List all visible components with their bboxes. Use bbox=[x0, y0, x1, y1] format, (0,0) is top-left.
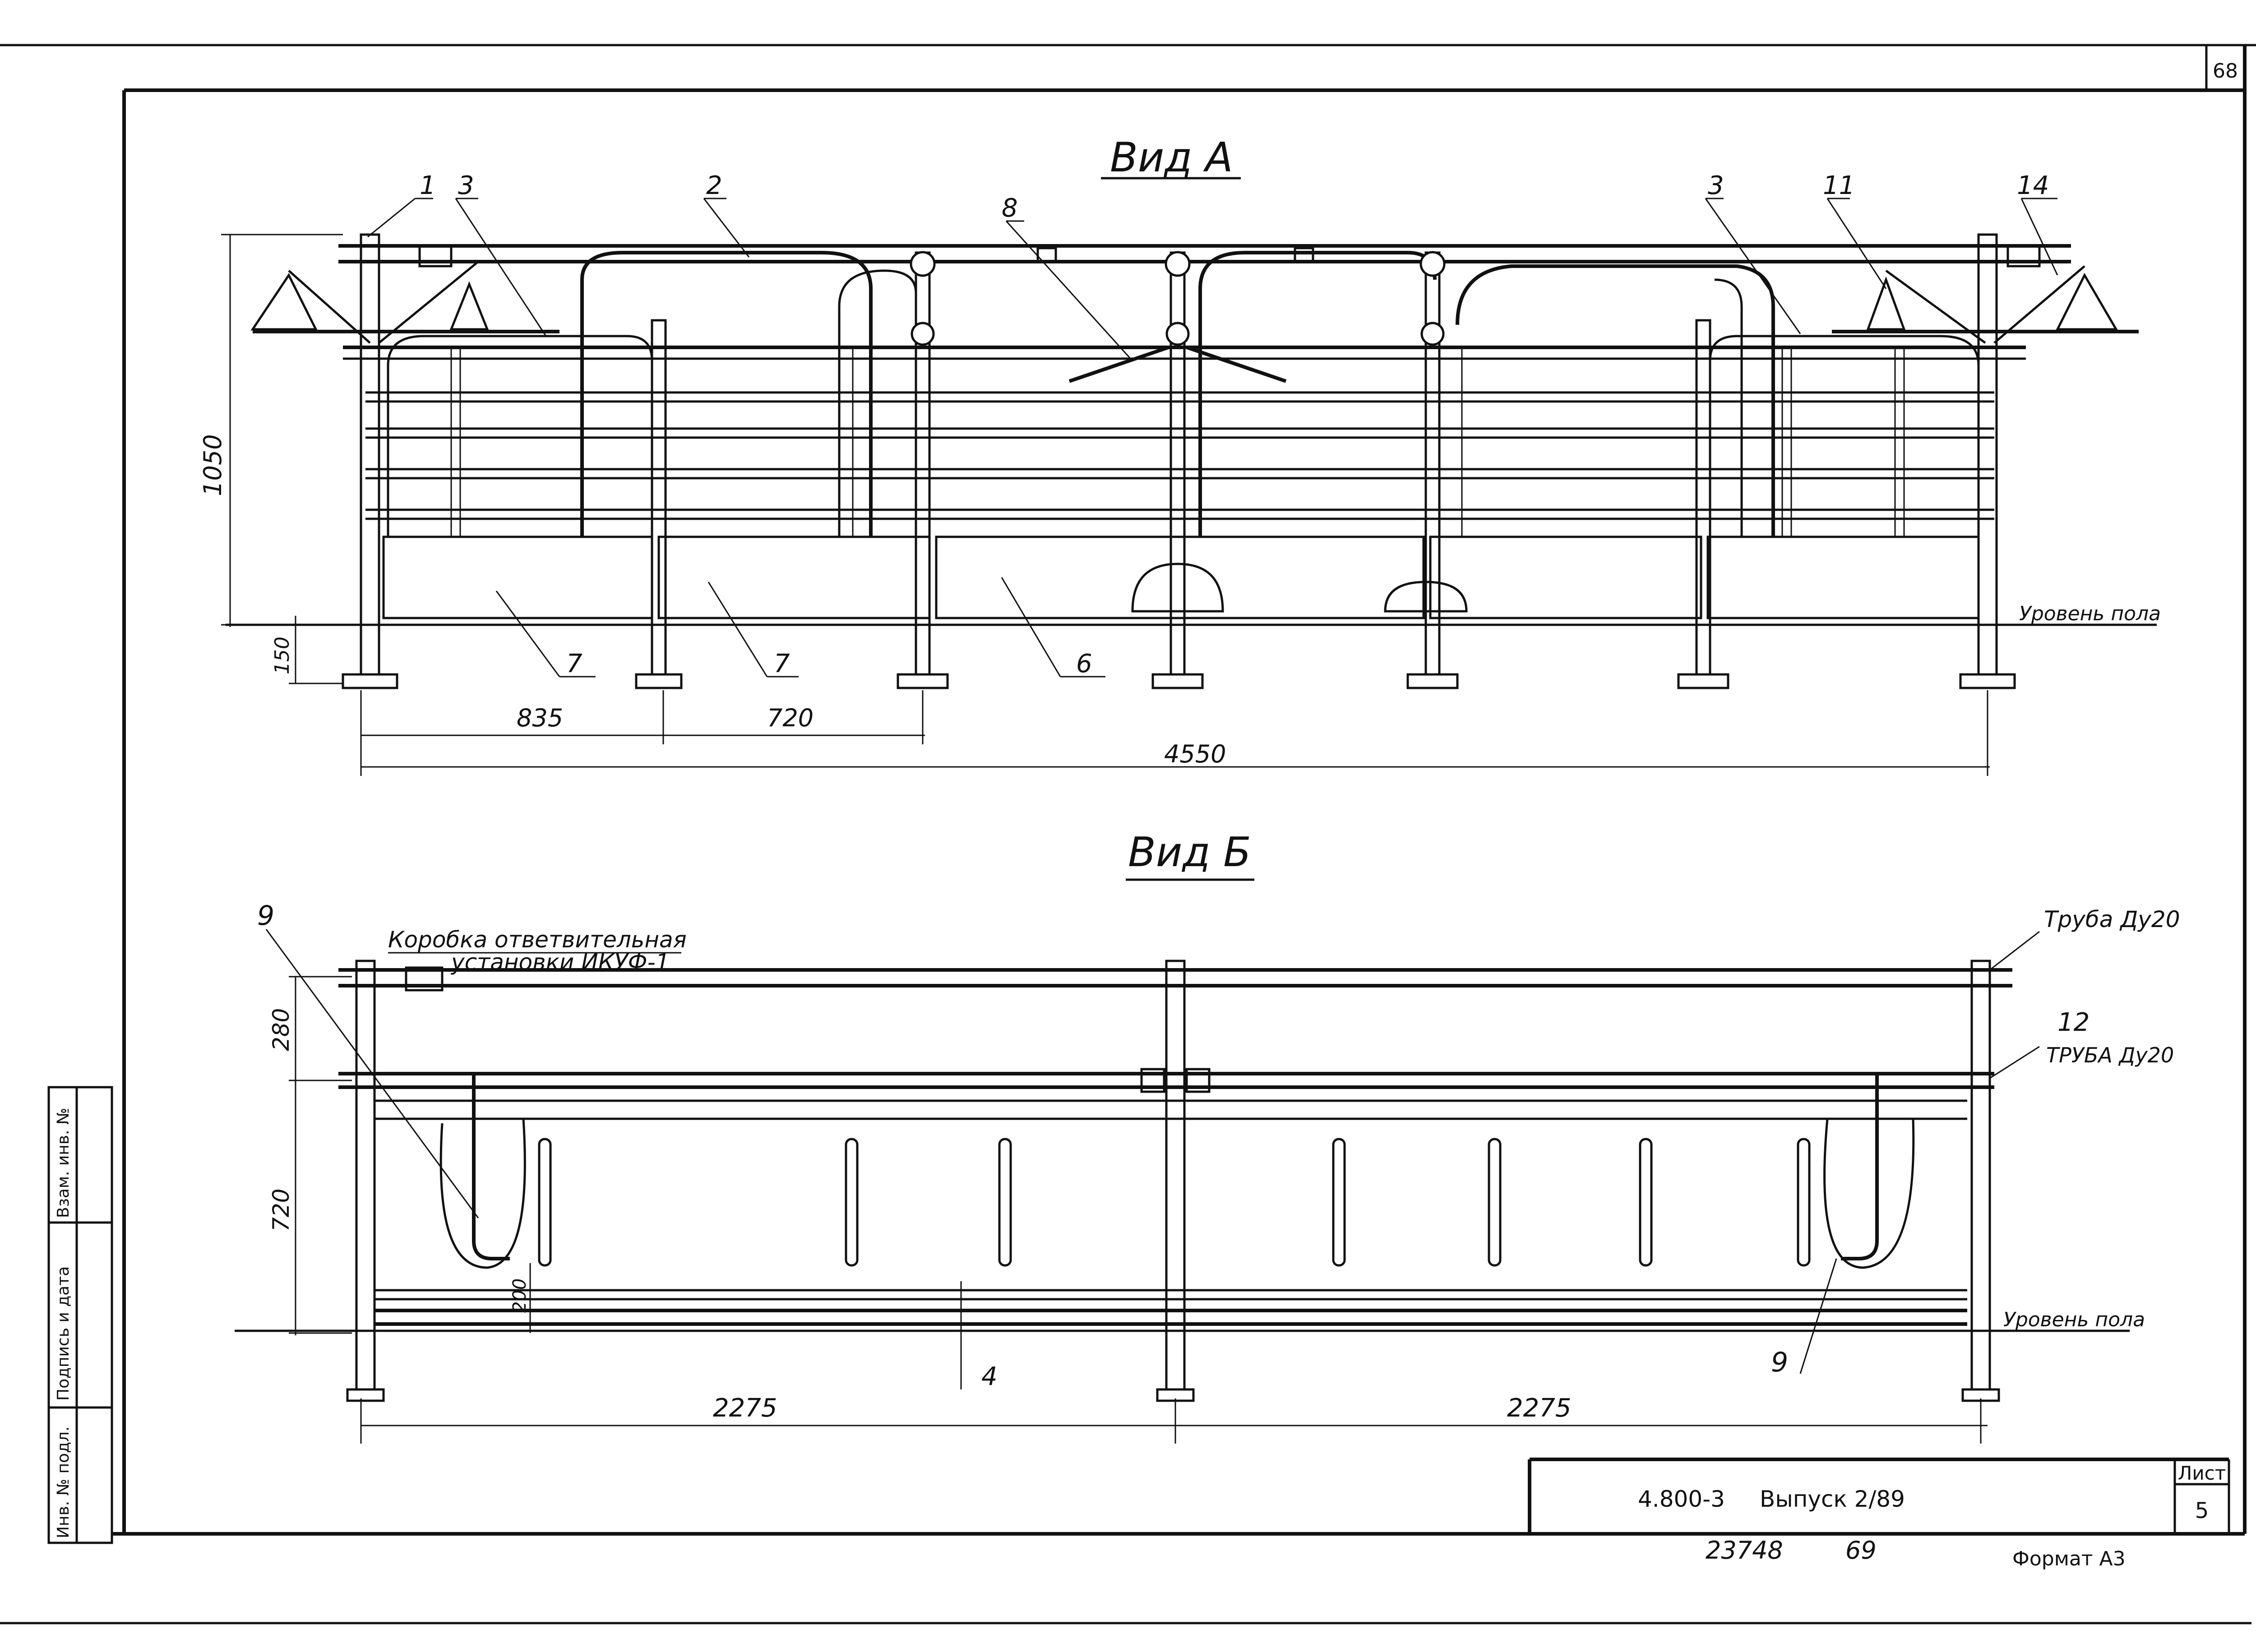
view-a-dim-span1: 835 bbox=[517, 704, 563, 732]
side-stamp bbox=[47, 1086, 113, 1544]
view-b-dim-lower: 200 bbox=[509, 1278, 530, 1313]
view-a-callout-3-right: 3 bbox=[1708, 171, 1724, 200]
view-a-callout-2: 2 bbox=[706, 171, 722, 200]
view-b-callout-9-right: 9 bbox=[1771, 1347, 1788, 1378]
sheet-number: 5 bbox=[2195, 1498, 2209, 1523]
view-a-callout-7-left: 7 bbox=[566, 649, 582, 678]
view-a-callout-6: 6 bbox=[1076, 649, 1092, 678]
side-stamp-inv-podl: Инв. № подл. bbox=[54, 1426, 73, 1538]
view-a-callout-1: 1 bbox=[420, 171, 436, 200]
view-b-callout-9-left: 9 bbox=[257, 900, 274, 932]
view-b-dim-upper: 280 bbox=[268, 1008, 294, 1051]
stamp-number: 23748 bbox=[1706, 1536, 1783, 1564]
sheet-frame bbox=[0, 44, 2256, 1624]
view-a-callout-14: 14 bbox=[2017, 171, 2049, 200]
sheet-label: Лист bbox=[2178, 1462, 2226, 1484]
stamp-number-2: 69 bbox=[1845, 1536, 1877, 1564]
view-a-drawing bbox=[226, 233, 2157, 689]
view-b-pipe-label-mid: ТРУБА Ду20 bbox=[2046, 1043, 2174, 1067]
view-a-callout-11: 11 bbox=[1823, 171, 1855, 200]
view-b-pipe-leader-top bbox=[1989, 931, 2040, 971]
view-a-callout-7-right: 7 bbox=[774, 649, 790, 678]
view-a-title: Вид А bbox=[1110, 134, 1233, 181]
view-a-callout-leaders bbox=[367, 198, 2058, 678]
view-b-floor-label: Уровень пола bbox=[2003, 1308, 2145, 1331]
view-a-callout-8: 8 bbox=[1002, 194, 1018, 223]
view-a-dim-total: 4550 bbox=[1164, 740, 1226, 768]
view-b-dimension-lines bbox=[289, 976, 1988, 1444]
side-stamp-vzam: Взам. инв. № bbox=[54, 1108, 73, 1218]
view-b-callout-4: 4 bbox=[981, 1362, 998, 1391]
view-b-callout-12: 12 bbox=[2057, 1008, 2090, 1037]
view-a-dim-base: 150 bbox=[271, 637, 294, 674]
view-b-title: Вид Б bbox=[1128, 829, 1251, 876]
view-b-leader-9-right bbox=[1799, 1258, 1837, 1374]
view-b-box-label-line1: Коробка ответвительная bbox=[388, 927, 687, 953]
view-b-pipe-label-top: Труба Ду20 bbox=[2044, 906, 2180, 932]
format-label: Формат А3 bbox=[2012, 1547, 2126, 1570]
view-a-callout-3-left: 3 bbox=[458, 171, 474, 200]
view-a-dimension-lines bbox=[221, 234, 1990, 776]
view-b-dim-span-left: 2275 bbox=[713, 1394, 777, 1423]
view-b-dim-middle: 720 bbox=[268, 1189, 294, 1232]
view-b-leader-9-left bbox=[265, 929, 479, 1218]
view-a-floor-label: Уровень пола bbox=[2019, 602, 2161, 625]
view-b-box-label-line2: установки ИКУФ-1 bbox=[450, 949, 670, 975]
view-a-dim-span2: 720 bbox=[767, 704, 814, 732]
view-a-dim-height: 1050 bbox=[199, 434, 227, 496]
title-block bbox=[1528, 1458, 2230, 1534]
view-b-drawing bbox=[235, 960, 2130, 1402]
corner-page-number: 68 bbox=[2213, 60, 2238, 83]
doc-issue: Выпуск 2/89 bbox=[1760, 1486, 1905, 1512]
side-stamp-podpis: Подпись и дата bbox=[54, 1266, 73, 1401]
view-b-dim-span-right: 2275 bbox=[1507, 1394, 1572, 1423]
doc-code: 4.800-3 bbox=[1638, 1486, 1725, 1512]
view-b-pipe-leader-mid bbox=[1989, 1046, 2040, 1079]
